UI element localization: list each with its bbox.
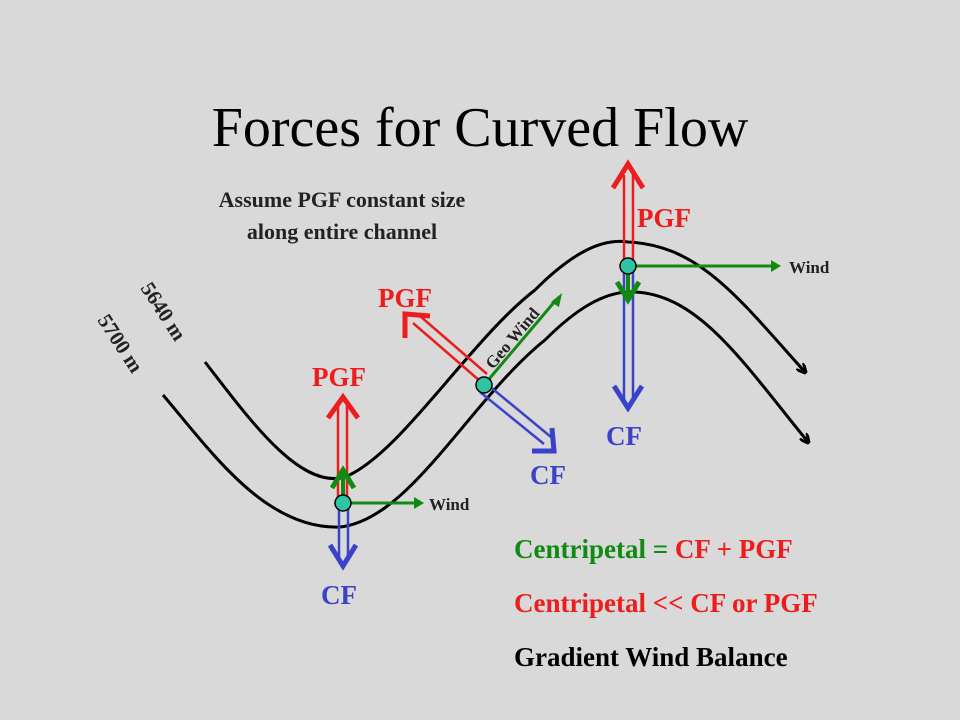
wind-arrow-ridge xyxy=(771,260,781,272)
inflection-forces xyxy=(402,293,562,454)
pgf-arrow-inflection xyxy=(402,311,431,338)
contour-5640 xyxy=(203,239,805,481)
note-line-2: along entire channel xyxy=(247,219,437,244)
cf-arrow-trough xyxy=(327,543,359,571)
summary-centripetal-term: Centripetal = xyxy=(514,534,675,564)
geo-wind-arrow xyxy=(551,293,562,307)
pgf-label-trough: PGF xyxy=(312,362,366,392)
summary-line-1: Centripetal = CF + PGF xyxy=(514,534,793,564)
ridge-forces xyxy=(610,159,781,413)
summary-forces-term: CF + PGF xyxy=(675,534,793,564)
summary-line-3: Gradient Wind Balance xyxy=(514,642,788,672)
cf-label-inflection: CF xyxy=(530,460,566,490)
wind-label-trough: Wind xyxy=(429,495,470,514)
wind-label-ridge: Wind xyxy=(789,258,830,277)
note-line-1: Assume PGF constant size xyxy=(219,187,466,212)
centripetal-arrow-ridge xyxy=(614,280,642,305)
cf-label-ridge: CF xyxy=(606,421,642,451)
contour-label-5640: 5640 m xyxy=(136,278,192,346)
cf-label-trough: CF xyxy=(321,580,357,610)
pgf-arrow-trough xyxy=(325,392,361,420)
contour-5700 xyxy=(161,290,808,529)
pgf-arrow-ridge xyxy=(610,159,646,190)
centripetal-arrow-trough xyxy=(329,465,357,490)
wind-arrow-trough xyxy=(414,497,424,509)
summary-line-2: Centripetal << CF or PGF xyxy=(514,588,818,618)
air-parcel-ridge xyxy=(619,257,637,275)
pgf-label-ridge: PGF xyxy=(637,203,691,233)
air-parcel-inflection xyxy=(475,376,493,394)
page-title: Forces for Curved Flow xyxy=(212,97,749,159)
cf-arrow-inflection xyxy=(532,427,557,454)
cf-arrow-ridge xyxy=(611,384,645,413)
geo-wind-label: Geo Wind xyxy=(482,304,544,373)
contour-label-5700: 5700 m xyxy=(93,310,149,378)
trough-forces xyxy=(325,392,424,571)
pgf-label-inflection: PGF xyxy=(378,283,432,313)
air-parcel-trough xyxy=(334,494,352,512)
